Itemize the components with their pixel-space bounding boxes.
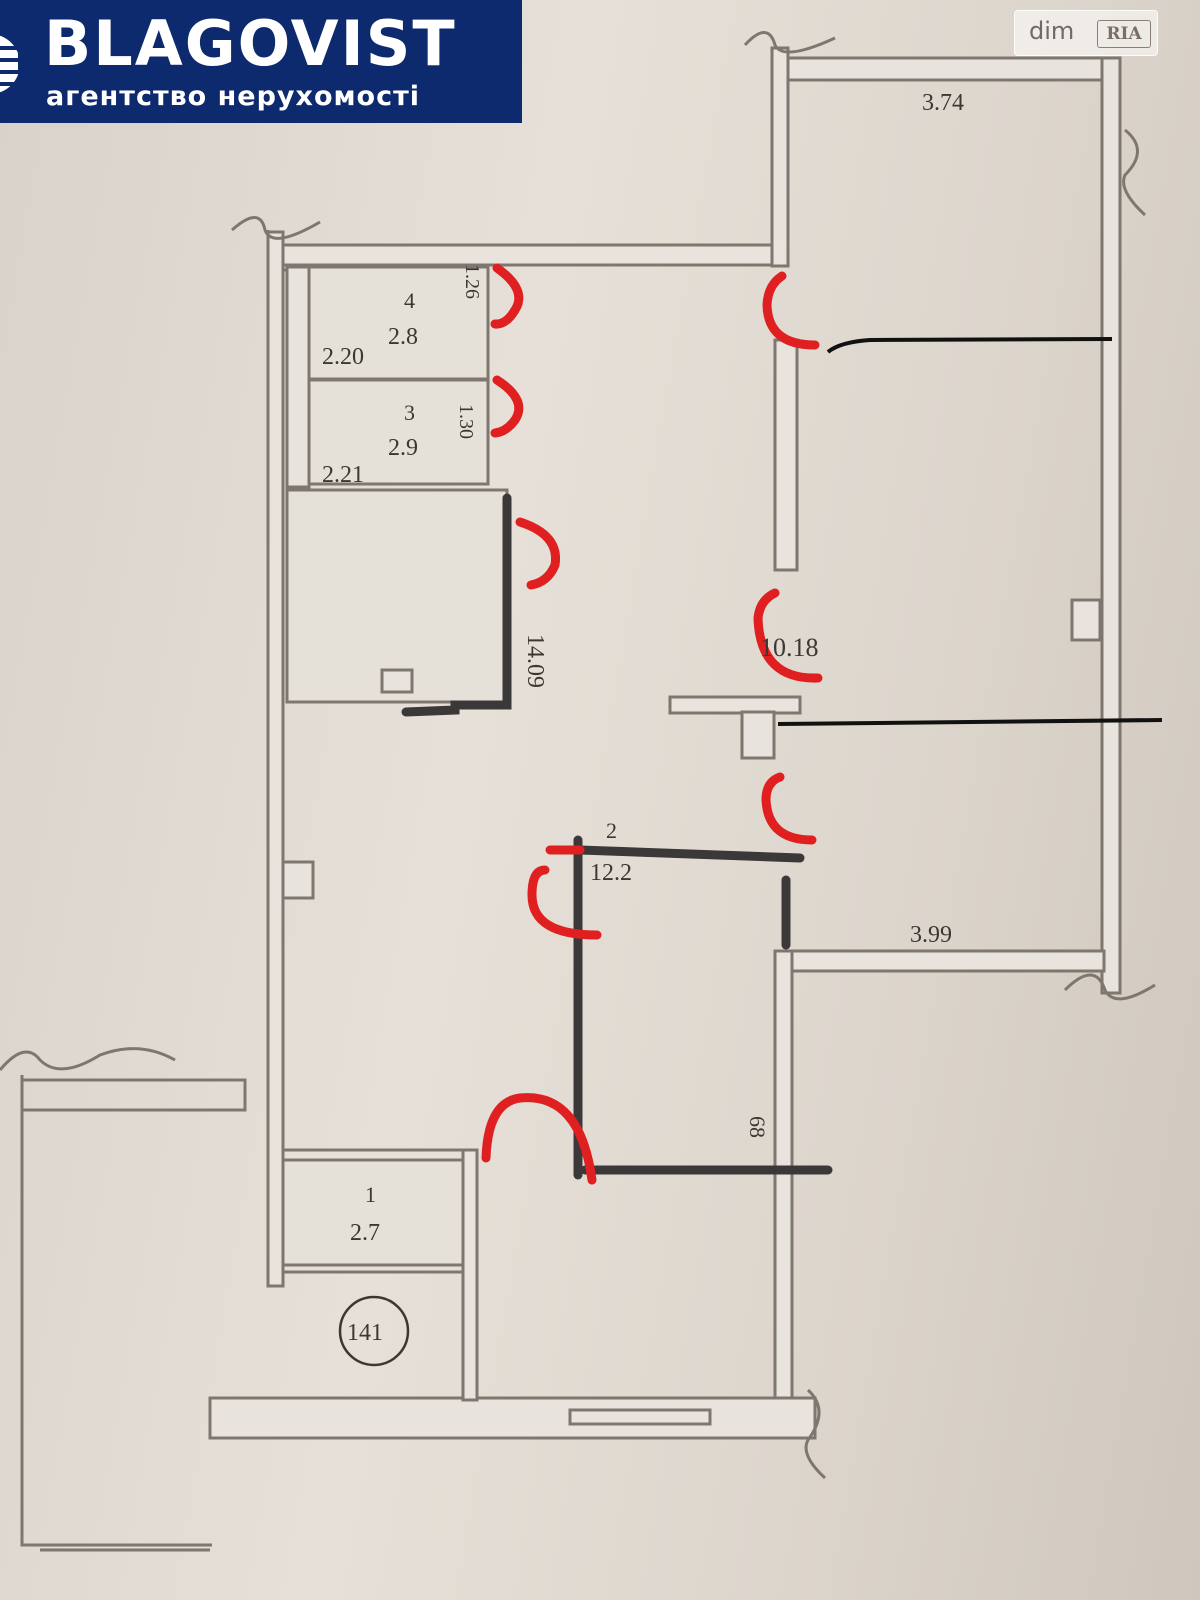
right-room-dim: 3.99 xyxy=(910,922,952,948)
upper-left-wall xyxy=(770,46,790,268)
room-3-width: 2.21 xyxy=(322,462,364,488)
room-2-area: 12.2 xyxy=(590,860,632,886)
door-mark-6 xyxy=(761,772,817,845)
storage-3 xyxy=(306,378,490,486)
dimria-watermark: dim RIA xyxy=(1014,10,1158,56)
apartment-circle xyxy=(338,1295,410,1367)
plan-labels: 4 2.8 2.20 1.26 3 2.9 2.21 1.30 3.74 10.… xyxy=(322,90,964,1346)
room1-box xyxy=(281,1148,465,1274)
break-bottom xyxy=(804,1388,827,1480)
top-wall xyxy=(281,243,775,267)
room-4-number: 4 xyxy=(404,288,415,313)
new-walls xyxy=(401,493,833,1180)
vertical-dim: 14.09 xyxy=(522,634,548,688)
center-dim: 10.18 xyxy=(760,633,819,662)
room-4-side: 1.26 xyxy=(461,264,483,299)
left-wall-body xyxy=(266,230,285,1288)
break-top-left xyxy=(231,216,321,240)
new-wall-corridor-top xyxy=(575,845,805,863)
door-mark-3 xyxy=(515,517,561,590)
door-mark-7 xyxy=(527,845,602,940)
brand-logo-icon xyxy=(0,35,18,93)
room-4-width: 2.20 xyxy=(322,344,364,370)
duct-1 xyxy=(380,668,414,694)
storage-outline xyxy=(285,265,311,489)
watermark-ria: RIA xyxy=(1097,20,1151,48)
interior-wall-upper xyxy=(773,338,799,572)
watermark-dim: dim xyxy=(1029,17,1075,45)
room-3-number: 3 xyxy=(404,400,415,425)
room-1-number: 1 xyxy=(365,1182,376,1207)
right-room-left-wall xyxy=(773,949,794,1413)
top-room-dim: 3.74 xyxy=(922,90,964,116)
new-wall-closet xyxy=(401,493,512,717)
center-column xyxy=(740,710,776,760)
closet-area xyxy=(285,488,509,704)
room-3-side: 1.30 xyxy=(455,404,477,439)
room-4-area: 2.8 xyxy=(388,324,418,350)
door-mark-5 xyxy=(753,588,823,683)
duct-3 xyxy=(1070,598,1102,642)
apartment-number: 141 xyxy=(347,1320,383,1346)
upper-top-wall xyxy=(786,56,1108,82)
brand-banner: BLAGOVIST агентство нерухомості xyxy=(0,0,522,123)
right-room-bottom-wall xyxy=(786,949,1106,973)
black-line-1 xyxy=(826,337,1113,354)
duct-2 xyxy=(281,860,315,900)
black-line-2 xyxy=(777,718,1163,726)
room-3-area: 2.9 xyxy=(388,435,418,461)
door-mark-8 xyxy=(481,1093,597,1185)
door-mark-1 xyxy=(490,263,524,329)
door-mark-4 xyxy=(762,271,820,350)
break-balcony xyxy=(0,1047,176,1071)
bottom-window xyxy=(568,1408,712,1426)
bottom-wall xyxy=(208,1396,817,1440)
black-lines xyxy=(777,337,1163,726)
door-mark-2 xyxy=(490,375,524,438)
room-1-area: 2.7 xyxy=(350,1220,380,1246)
break-right xyxy=(1122,128,1147,217)
break-right-low xyxy=(1063,973,1156,1001)
balcony-left xyxy=(20,1075,247,1547)
brand-subtitle: агентство нерухомості xyxy=(46,81,421,112)
center-ledge xyxy=(668,695,802,715)
break-top-mid xyxy=(743,31,836,54)
right-wall xyxy=(1100,56,1122,995)
lower-dim: 68 xyxy=(745,1116,770,1138)
room-2-number: 2 xyxy=(606,818,617,843)
brand-name: BLAGOVIST xyxy=(44,7,457,80)
walls xyxy=(0,31,1156,1552)
room1-right-wall xyxy=(461,1148,479,1402)
red-door-marks xyxy=(481,263,823,1185)
